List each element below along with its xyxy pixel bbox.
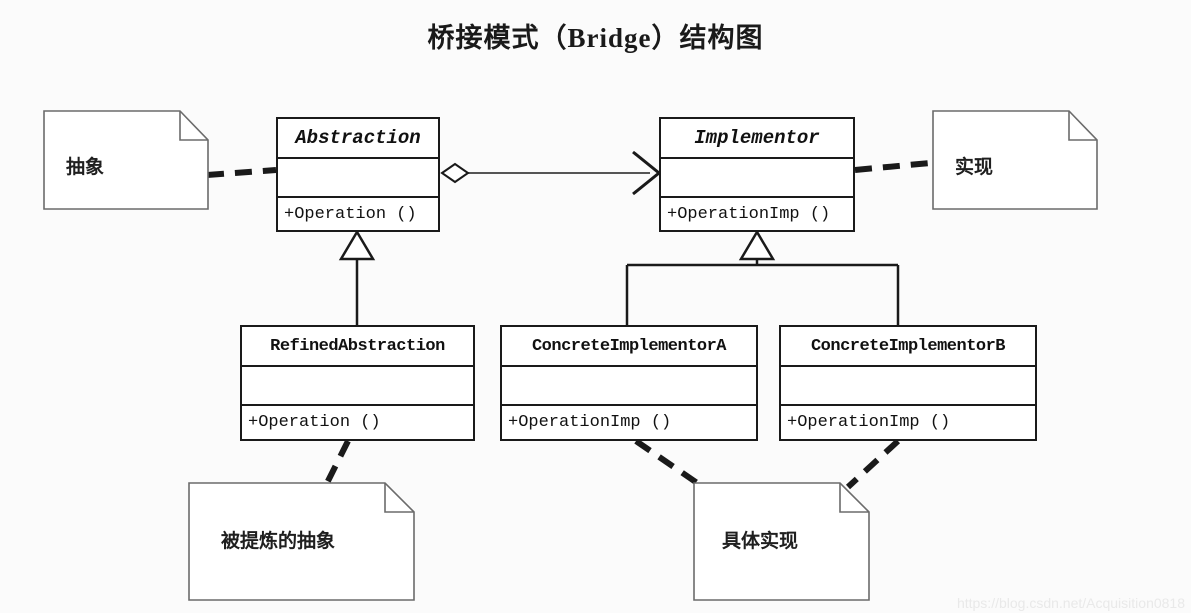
note-implementation: 实现 bbox=[933, 111, 1097, 209]
page-title: 桥接模式（Bridge）结构图 bbox=[427, 23, 764, 53]
note-anchor-abstraction bbox=[206, 167, 277, 178]
class-name-concrete-implementor-a: ConcreteImplementorA bbox=[502, 327, 756, 367]
class-name-refined-abstraction: RefinedAbstraction bbox=[242, 327, 473, 367]
note-anchor-implementation bbox=[854, 160, 931, 173]
class-operation-concrete-implementor-a: +OperationImp () bbox=[508, 413, 672, 432]
class-box-refined-abstraction[interactable]: RefinedAbstraction +Operation () bbox=[240, 325, 475, 441]
class-name-implementor: Implementor bbox=[661, 119, 853, 159]
relationship-aggregation-abstraction-implementor bbox=[440, 150, 662, 196]
note-refined-abstraction: 被提炼的抽象 bbox=[189, 483, 414, 600]
class-name-abstraction: Abstraction bbox=[278, 119, 438, 159]
class-name-concrete-implementor-b: ConcreteImplementorB bbox=[781, 327, 1035, 367]
note-anchor-refined-abstraction bbox=[322, 439, 351, 489]
class-attributes-concrete-implementor-a bbox=[502, 367, 756, 406]
class-box-abstraction[interactable]: Abstraction +Operation () bbox=[276, 117, 440, 232]
relationship-generalization-concreteimplementors-implementor bbox=[625, 229, 900, 325]
class-operation-refined-abstraction: +Operation () bbox=[248, 413, 381, 432]
note-anchor-concrete-impl-b bbox=[845, 438, 901, 490]
class-box-concrete-implementor-b[interactable]: ConcreteImplementorB +OperationImp () bbox=[779, 325, 1037, 441]
note-implementation-label: 实现 bbox=[955, 157, 994, 178]
class-operation-implementor: +OperationImp () bbox=[667, 204, 831, 224]
class-attributes-concrete-implementor-b bbox=[781, 367, 1035, 406]
note-anchor-concrete-impl-a bbox=[634, 438, 705, 490]
class-attributes-refined-abstraction bbox=[242, 367, 473, 406]
note-refined-abstraction-label: 被提炼的抽象 bbox=[221, 531, 336, 552]
class-operation-abstraction: +Operation () bbox=[284, 204, 417, 224]
watermark: https://blog.csdn.net/Acquisition0818 bbox=[956, 595, 1185, 611]
class-attributes-implementor bbox=[661, 159, 853, 198]
note-concrete-impl: 具体实现 bbox=[694, 483, 869, 600]
class-box-concrete-implementor-a[interactable]: ConcreteImplementorA +OperationImp () bbox=[500, 325, 758, 441]
note-concrete-impl-label: 具体实现 bbox=[722, 531, 799, 552]
note-abstraction-label: 抽象 bbox=[66, 157, 105, 178]
relationship-generalization-refinedabstraction-abstraction bbox=[338, 229, 376, 325]
class-box-implementor[interactable]: Implementor +OperationImp () bbox=[659, 117, 855, 232]
class-attributes-abstraction bbox=[278, 159, 438, 198]
note-abstraction: 抽象 bbox=[44, 111, 208, 209]
class-operation-concrete-implementor-b: +OperationImp () bbox=[787, 413, 951, 432]
